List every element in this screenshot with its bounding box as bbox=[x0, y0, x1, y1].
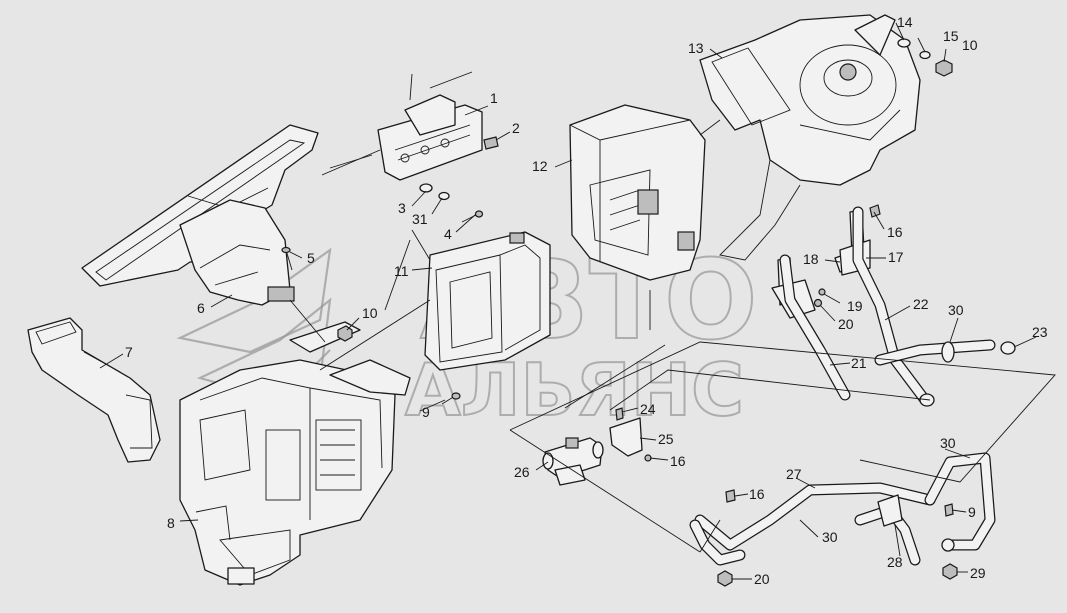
callout-28: 28 bbox=[887, 554, 903, 570]
callout-labels: 1 2 3 31 4 5 6 7 8 9 9 10 10 11 12 13 14… bbox=[125, 14, 1048, 587]
hose-21 bbox=[779, 254, 851, 401]
nut-20-lower bbox=[717, 570, 733, 587]
assembly-guide-lines bbox=[289, 119, 1056, 553]
callout-16-upper: 16 bbox=[887, 224, 903, 240]
nut-20-upper bbox=[813, 298, 823, 308]
callout-30-upper: 30 bbox=[948, 302, 964, 318]
callout-30-lower-right: 30 bbox=[940, 435, 956, 451]
callout-6: 6 bbox=[197, 300, 205, 316]
callout-leaders bbox=[99, 22, 1037, 580]
nut-10-top bbox=[935, 59, 953, 77]
hose-clamp-23 bbox=[1000, 341, 1016, 355]
callout-9-left: 9 bbox=[422, 404, 430, 420]
hvac-main-housing bbox=[179, 321, 411, 586]
callout-9-right: 9 bbox=[968, 504, 976, 520]
hose-lower-elbow bbox=[689, 519, 746, 566]
bolt-16-lower bbox=[725, 489, 736, 503]
screw-4 bbox=[461, 210, 484, 223]
callout-14: 14 bbox=[897, 14, 913, 30]
callout-31: 31 bbox=[412, 211, 428, 227]
control-panel-knob-cover bbox=[483, 136, 499, 150]
callout-20-lower: 20 bbox=[754, 571, 770, 587]
nut-29 bbox=[942, 563, 958, 580]
callout-10-left: 10 bbox=[362, 305, 378, 321]
callout-2: 2 bbox=[512, 120, 520, 136]
callout-16-mid: 16 bbox=[670, 453, 686, 469]
hose-30-lower bbox=[924, 452, 996, 551]
side-vent-duct bbox=[27, 317, 161, 463]
washer-31 bbox=[438, 191, 450, 201]
callout-13: 13 bbox=[688, 40, 704, 56]
callout-11: 11 bbox=[394, 263, 409, 279]
callout-8: 8 bbox=[167, 515, 175, 531]
washer-15 bbox=[919, 50, 931, 60]
screw-5 bbox=[281, 246, 293, 271]
callout-21: 21 bbox=[851, 355, 867, 371]
callout-1: 1 bbox=[490, 90, 498, 106]
heater-core-housing bbox=[569, 104, 706, 281]
hose-clamp-lower bbox=[941, 538, 955, 552]
blower-housing bbox=[699, 14, 921, 261]
callout-3: 3 bbox=[398, 200, 406, 216]
callout-16-lower: 16 bbox=[749, 486, 765, 502]
callout-29: 29 bbox=[970, 565, 986, 581]
bracket-25 bbox=[609, 417, 643, 457]
callout-22: 22 bbox=[913, 296, 929, 312]
evaporator-case bbox=[424, 231, 551, 371]
hose-27 bbox=[694, 482, 936, 551]
callout-7: 7 bbox=[125, 344, 133, 360]
hose-22 bbox=[852, 206, 931, 406]
hose-clamp-30-upper bbox=[941, 341, 955, 363]
callout-30-lower-mid: 30 bbox=[822, 529, 838, 545]
defroster-duct bbox=[81, 124, 319, 306]
washer-3 bbox=[419, 183, 433, 193]
screw-24 bbox=[615, 407, 624, 421]
callout-18: 18 bbox=[803, 251, 819, 267]
screw-9-left bbox=[441, 392, 461, 405]
callout-5: 5 bbox=[307, 250, 315, 266]
callout-24: 24 bbox=[640, 401, 656, 417]
bracket-lower-right bbox=[877, 494, 903, 527]
callout-20-upper: 20 bbox=[838, 316, 854, 332]
bolt-9-right bbox=[944, 503, 954, 517]
washer-19 bbox=[818, 288, 826, 296]
bolt-16-upper bbox=[869, 204, 881, 218]
climate-control-panel bbox=[321, 71, 483, 181]
water-valve-26 bbox=[542, 437, 604, 486]
callout-27: 27 bbox=[786, 466, 802, 482]
callout-10-top: 10 bbox=[962, 37, 978, 53]
callout-23: 23 bbox=[1032, 324, 1048, 340]
callout-15: 15 bbox=[943, 28, 959, 44]
callout-17: 17 bbox=[888, 249, 904, 265]
washer-14 bbox=[897, 38, 911, 48]
hose-30-upper bbox=[874, 339, 996, 366]
callout-4: 4 bbox=[444, 226, 452, 242]
nut-10-left bbox=[337, 325, 353, 342]
callout-12: 12 bbox=[532, 158, 548, 174]
callout-25: 25 bbox=[658, 431, 674, 447]
callout-26: 26 bbox=[514, 464, 530, 480]
callout-19: 19 bbox=[847, 298, 863, 314]
